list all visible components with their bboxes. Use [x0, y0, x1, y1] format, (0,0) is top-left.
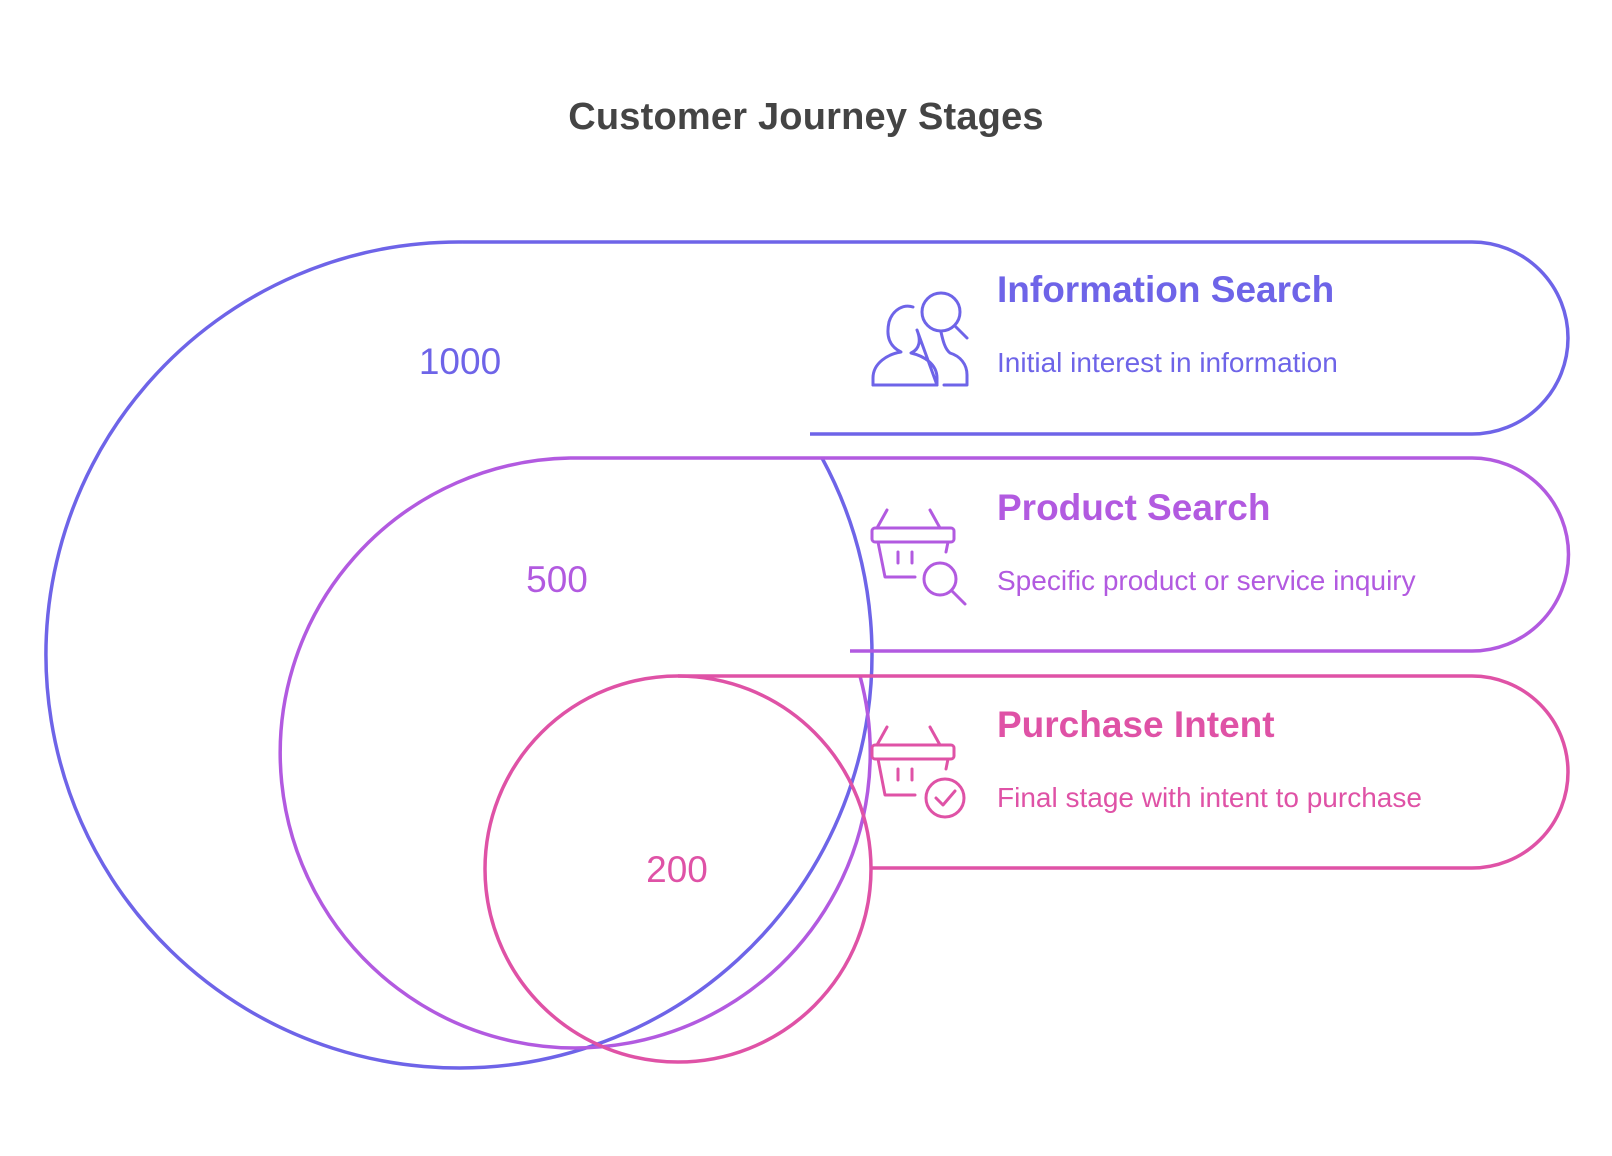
stage-1-shape	[44, 240, 1570, 1070]
stage-3-pill-band	[678, 674, 1570, 870]
basket-check-icon	[870, 725, 966, 819]
stage-3-title: Purchase Intent	[997, 704, 1275, 745]
stage-1-pill-band	[463, 240, 1570, 436]
stage-2-shape	[278, 456, 1571, 1050]
diagram-title: Customer Journey Stages	[568, 96, 1044, 138]
stage-2-count: 500	[526, 559, 588, 600]
stage-1-description: Initial interest in information	[997, 347, 1338, 378]
basket-search-icon	[870, 508, 967, 606]
stage-3-count: 200	[646, 849, 708, 890]
stage-3-description: Final stage with intent to purchase	[997, 782, 1422, 813]
people-search-icon	[871, 291, 969, 387]
stage-3-circle	[483, 674, 873, 1064]
stage-3-shape	[483, 674, 1570, 1064]
stage-2-circle	[278, 456, 872, 1050]
stage-2-description: Specific product or service inquiry	[997, 565, 1416, 596]
stage-1-count: 1000	[418, 341, 502, 382]
stage-1-circle	[44, 240, 874, 1070]
stage-2-pill-band	[570, 456, 1571, 653]
stage-1-title: Information Search	[997, 269, 1335, 310]
stage-2-title: Product Search	[997, 487, 1271, 528]
